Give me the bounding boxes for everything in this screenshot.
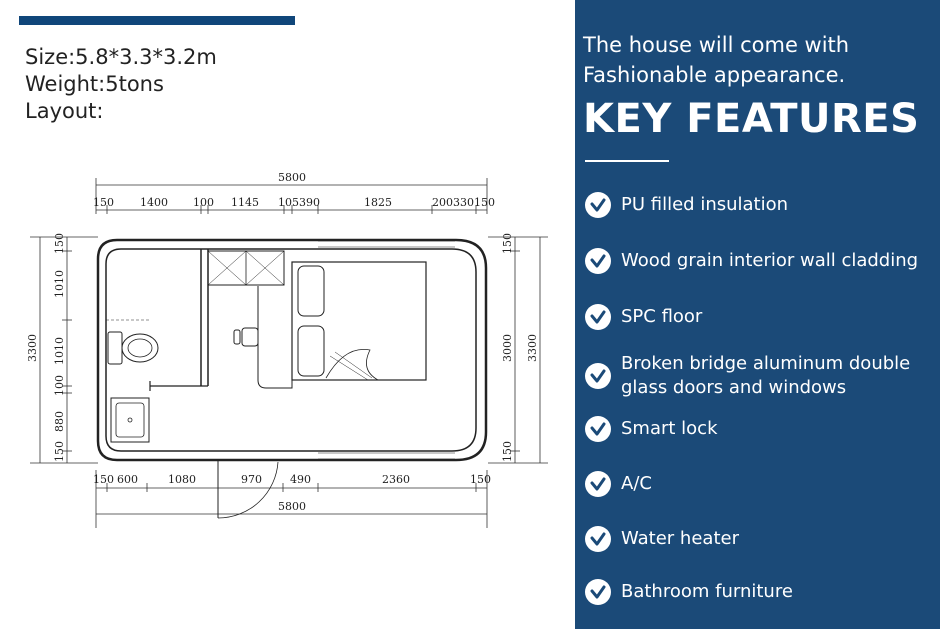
feature-label: SPC floor bbox=[621, 306, 703, 327]
spec-size: Size:5.8*3.3*3.2m bbox=[25, 45, 217, 69]
feature-label-multiline: Broken bridge aluminum double glass door… bbox=[621, 352, 910, 400]
right-dim: 150 bbox=[501, 441, 514, 462]
bottom-dim: 600 bbox=[117, 473, 138, 486]
feature-item: Water heater bbox=[585, 526, 739, 552]
check-icon bbox=[585, 248, 611, 274]
feature-label: Water heater bbox=[621, 528, 739, 549]
top-dim: 1825 bbox=[364, 196, 392, 209]
bottom-total-dim: 5800 bbox=[278, 500, 306, 513]
left-dim: 150 bbox=[53, 441, 66, 462]
spec-layout: Layout: bbox=[25, 99, 104, 123]
bottom-dim: 1080 bbox=[168, 473, 196, 486]
check-icon bbox=[585, 416, 611, 442]
bottom-dim: 150 bbox=[93, 473, 114, 486]
feature-label: Bathroom furniture bbox=[621, 581, 793, 602]
top-dim: 200330150 bbox=[432, 196, 495, 209]
bottom-dim: 970 bbox=[241, 473, 262, 486]
right-total-dim: 3300 bbox=[526, 334, 539, 362]
feature-label: PU filled insulation bbox=[621, 194, 789, 215]
feature-item: SPC floor bbox=[585, 304, 702, 330]
key-features-heading: KEY FEATURES bbox=[583, 96, 920, 142]
bottom-dim: 2360 bbox=[382, 473, 410, 486]
top-dim: 1145 bbox=[231, 196, 259, 209]
feature-label: Smart lock bbox=[621, 418, 718, 439]
left-total-dim: 3300 bbox=[26, 334, 39, 362]
right-dim: 3000 bbox=[501, 334, 514, 362]
key-features-panel: The house will come with Fashionable app… bbox=[575, 0, 940, 629]
feature-item: Wood grain interior wall cladding bbox=[585, 248, 918, 274]
left-dim: 100 bbox=[53, 375, 66, 396]
feature-item: Smart lock bbox=[585, 416, 718, 442]
intro-line: The house will come with bbox=[583, 33, 850, 57]
check-icon bbox=[585, 192, 611, 218]
top-dim: 105390 bbox=[278, 196, 320, 209]
feature-label: A/C bbox=[621, 473, 652, 494]
check-icon bbox=[585, 471, 611, 497]
floor-plan: 5800 150 1400 100 1145 105390 1825 20033… bbox=[26, 171, 548, 528]
feature-item: Bathroom furniture bbox=[585, 579, 793, 605]
top-dim: 100 bbox=[193, 196, 214, 209]
bottom-dim: 490 bbox=[290, 473, 311, 486]
check-icon bbox=[585, 579, 611, 605]
top-dim: 1400 bbox=[140, 196, 168, 209]
bottom-dim: 150 bbox=[470, 473, 491, 486]
top-dim: 150 bbox=[93, 196, 114, 209]
feature-item: Broken bridge aluminum double glass door… bbox=[585, 352, 910, 400]
intro-line: Fashionable appearance. bbox=[583, 63, 846, 87]
feature-item: PU filled insulation bbox=[585, 192, 788, 218]
feature-label-line: Broken bridge aluminum double bbox=[621, 353, 911, 374]
heading-underline bbox=[585, 160, 669, 162]
top-accent-bar bbox=[19, 16, 295, 25]
top-total-dim: 5800 bbox=[278, 171, 306, 184]
check-icon bbox=[585, 526, 611, 552]
left-dim: 1010 bbox=[53, 337, 66, 365]
left-dim: 880 bbox=[53, 411, 66, 432]
left-dim: 150 bbox=[53, 233, 66, 254]
left-dim: 1010 bbox=[53, 270, 66, 298]
check-icon bbox=[585, 304, 611, 330]
spec-weight: Weight:5tons bbox=[25, 72, 164, 96]
specs-block: Size:5.8*3.3*3.2m Weight:5tons Layout: bbox=[25, 44, 217, 125]
intro-text: The house will come with Fashionable app… bbox=[583, 30, 933, 90]
feature-label: Wood grain interior wall cladding bbox=[621, 250, 919, 271]
right-dim: 150 bbox=[501, 233, 514, 254]
feature-item: A/C bbox=[585, 471, 652, 497]
feature-label-line: glass doors and windows bbox=[621, 377, 847, 398]
check-icon bbox=[585, 363, 611, 389]
